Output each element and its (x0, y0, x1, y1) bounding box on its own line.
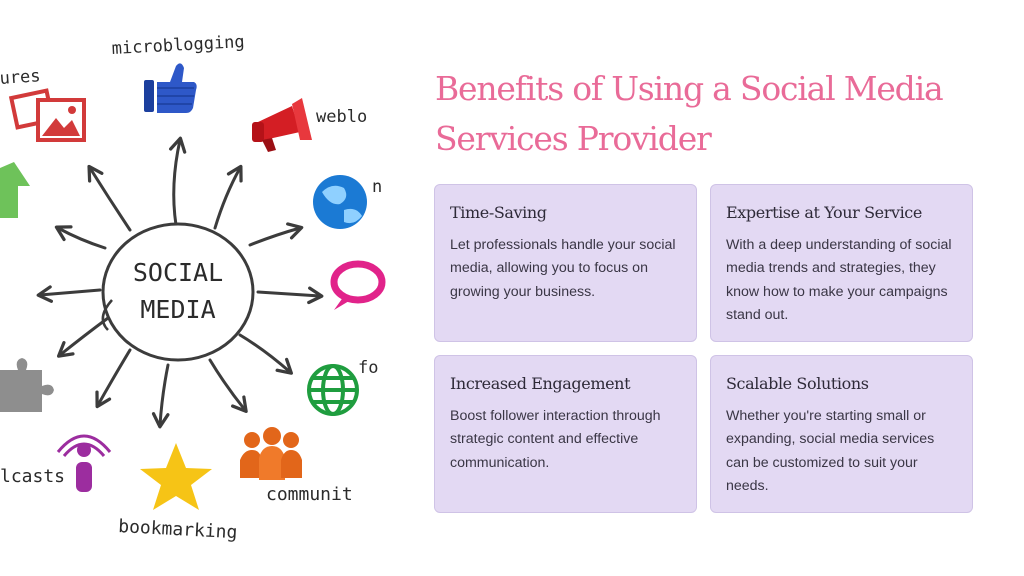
social-media-illustration: SOCIAL MEDIA microblogging ures weblo n … (0, 0, 386, 576)
label-weblogs: weblo (316, 107, 367, 127)
arrow-left (36, 285, 102, 303)
label-bookmarking: bookmarking (118, 516, 238, 543)
thumbs-up-icon (144, 63, 197, 113)
card-heading: Increased Engagement (450, 374, 631, 393)
center-circle (101, 222, 255, 362)
star-icon (140, 443, 212, 510)
page-title: Benefits of Using a Social Media Service… (435, 69, 944, 158)
globe-icon (313, 175, 367, 229)
card-body: Boost follower interaction through strat… (450, 408, 661, 471)
card-body: With a deep understanding of social medi… (726, 237, 952, 323)
arrow-up-left (87, 164, 132, 232)
label-podcasts: lcasts (0, 466, 65, 487)
label-community: communit (266, 484, 353, 505)
arrow-up-right (213, 164, 243, 230)
label-news: n (372, 177, 382, 197)
card-body: Let professionals handle your social med… (450, 237, 676, 300)
green-arrow-icon (0, 162, 30, 218)
arrow-down-right-2 (208, 358, 248, 414)
podcast-icon (56, 434, 112, 492)
green-globe-icon (307, 364, 359, 416)
center-label-media: MEDIA (140, 295, 215, 324)
people-icon (240, 427, 302, 480)
card-body: Whether you're starting small or expandi… (726, 408, 935, 494)
label-microblogging: microblogging (111, 32, 245, 59)
megaphone-icon (252, 98, 312, 152)
pictures-icon (8, 88, 86, 142)
social-media-diagram: SOCIAL MEDIA microblogging ures weblo n … (0, 32, 386, 543)
circle-tail (101, 299, 113, 331)
benefit-card-engagement: Increased Engagement Boost follower inte… (434, 355, 697, 513)
card-heading: Time-Saving (450, 203, 547, 222)
card-heading: Expertise at Your Service (726, 203, 922, 222)
arrow-right-up (248, 222, 304, 247)
speech-bubble-icon (330, 260, 386, 310)
arrow-down-right (238, 333, 293, 375)
benefit-card-expertise: Expertise at Your Service With a deep un… (710, 184, 973, 342)
label-forums: fo (358, 358, 378, 378)
benefit-card-time-saving: Time-Saving Let professionals handle you… (434, 184, 697, 342)
card-heading: Scalable Solutions (726, 374, 869, 393)
arrow-left-down (56, 316, 110, 358)
arrow-up (169, 136, 187, 227)
arrow-down (151, 363, 170, 429)
arrow-left-up (54, 225, 107, 250)
benefit-card-scalable: Scalable Solutions Whether you're starti… (710, 355, 973, 513)
arrows (36, 136, 324, 429)
label-pictures: ures (0, 66, 41, 89)
arrow-down-left (95, 348, 132, 409)
center-label-social: SOCIAL (133, 258, 223, 287)
puzzle-icon (0, 358, 54, 412)
arrow-right (256, 286, 324, 305)
